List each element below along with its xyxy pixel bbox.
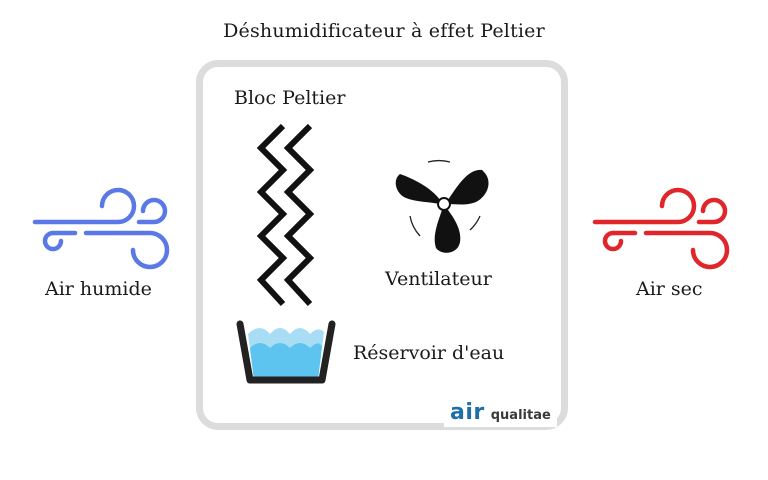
wind-icon	[32, 187, 170, 270]
dehumidifier-box	[196, 60, 568, 430]
airqualitae-logo: air qualitae	[444, 398, 557, 427]
reservoir-label: Réservoir d'eau	[353, 342, 505, 364]
bloc-peltier-label: Bloc Peltier	[234, 87, 346, 109]
ventilateur-label: Ventilateur	[385, 268, 492, 290]
air-humide-label: Air humide	[45, 278, 152, 300]
water-tank-icon	[236, 320, 336, 384]
air-sec-label: Air sec	[636, 278, 703, 300]
logo-brand: air	[450, 400, 485, 425]
wind-icon	[592, 187, 730, 270]
diagram-title: Déshumidificateur à effet Peltier	[223, 20, 545, 42]
logo-suffix: qualitae	[490, 408, 551, 423]
fan-icon	[395, 160, 489, 253]
zigzag-heat-icon	[256, 123, 315, 307]
